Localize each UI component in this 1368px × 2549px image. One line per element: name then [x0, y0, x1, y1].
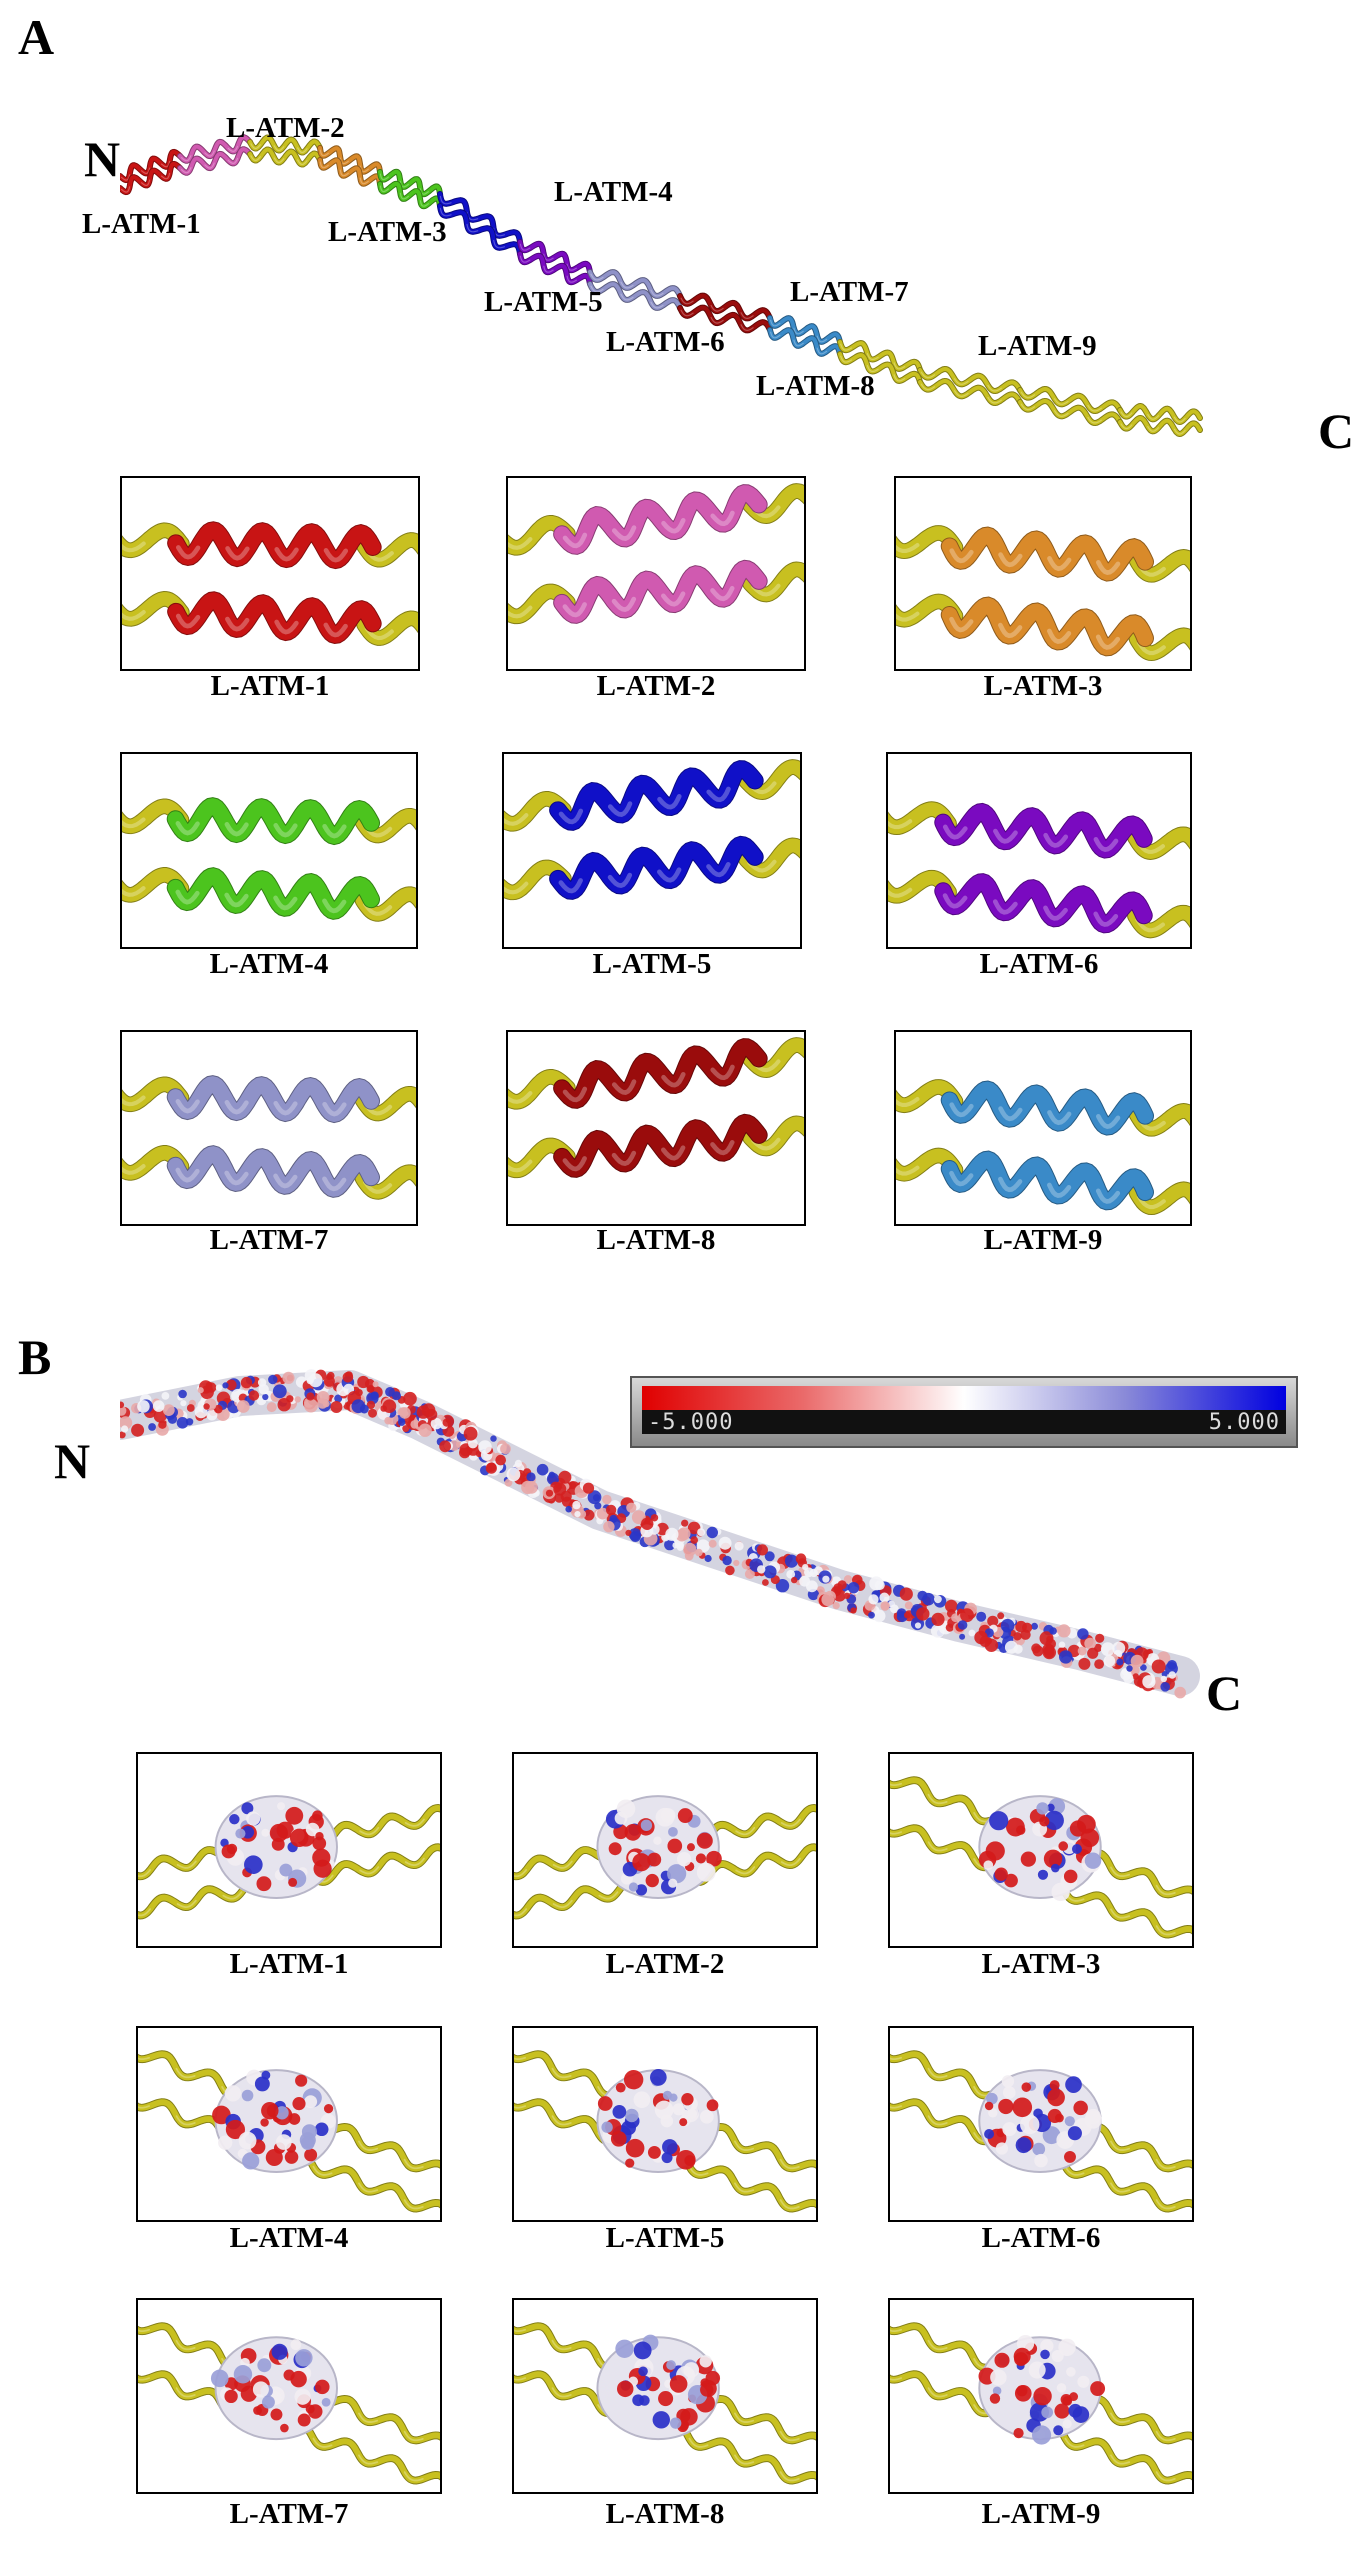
panel-b-caption-2: L-ATM-2	[605, 1948, 725, 1980]
panel-b-detail-box-9	[888, 2298, 1194, 2494]
overview-label-l-atm-5: L-ATM-5	[484, 286, 603, 318]
panel-a-caption-9: L-ATM-9	[983, 1224, 1103, 1256]
panel-a-detail-box-5	[502, 752, 802, 949]
panel-b-caption-4: L-ATM-4	[229, 2222, 349, 2254]
panel-a-caption-4: L-ATM-4	[209, 948, 329, 980]
panel-a-detail-box-3	[894, 476, 1192, 671]
electrostatic-scale-bar: -5.000 5.000	[630, 1376, 1298, 1448]
panel-a-c-terminus-label: C	[1318, 403, 1355, 459]
panel-a-detail-box-9	[894, 1030, 1192, 1226]
panel-a-caption-5: L-ATM-5	[592, 948, 712, 980]
panel-b-detail-box-2	[512, 1752, 818, 1948]
panel-a-detail-box-7	[120, 1030, 418, 1226]
overview-label-l-atm-2: L-ATM-2	[226, 112, 345, 144]
panel-b-caption-5: L-ATM-5	[605, 2222, 725, 2254]
panel-b-caption-7: L-ATM-7	[229, 2498, 349, 2530]
panel-b-caption-3: L-ATM-3	[981, 1948, 1101, 1980]
scale-gradient	[642, 1386, 1286, 1410]
overview-label-l-atm-4: L-ATM-4	[554, 176, 673, 208]
scale-label-strip: -5.000 5.000	[642, 1410, 1286, 1435]
panel-a-detail-box-4	[120, 752, 418, 949]
panel-b-detail-box-8	[512, 2298, 818, 2494]
panel-a-n-terminus-label: N	[84, 131, 121, 187]
panel-b-c-terminus-label: C	[1206, 1665, 1243, 1721]
overview-label-l-atm-7: L-ATM-7	[790, 276, 909, 308]
panel-b-n-terminus-label: N	[54, 1433, 91, 1489]
panel-b-detail-box-3	[888, 1752, 1194, 1948]
overview-label-l-atm-6: L-ATM-6	[606, 326, 725, 358]
panel-a-letter: A	[18, 9, 55, 65]
panel-b-caption-9: L-ATM-9	[981, 2498, 1101, 2530]
panel-a-caption-3: L-ATM-3	[983, 670, 1103, 702]
panel-a-overview-structure	[120, 134, 1203, 438]
panel-a-detail-box-6	[886, 752, 1192, 949]
panel-a-detail-box-8	[506, 1030, 806, 1226]
panel-b-detail-box-5	[512, 2026, 818, 2222]
scale-min-label: -5.000	[648, 1410, 734, 1435]
panel-b-caption-6: L-ATM-6	[981, 2222, 1101, 2254]
panel-a-caption-8: L-ATM-8	[596, 1224, 716, 1256]
panel-a-caption-7: L-ATM-7	[209, 1224, 329, 1256]
overview-label-l-atm-9: L-ATM-9	[978, 330, 1097, 362]
panel-b-letter: B	[18, 1329, 52, 1385]
panel-b-detail-box-7	[136, 2298, 442, 2494]
panel-a-caption-1: L-ATM-1	[210, 670, 330, 702]
panel-a-detail-box-2	[506, 476, 806, 671]
panel-b-detail-box-1	[136, 1752, 442, 1948]
overview-label-l-atm-3: L-ATM-3	[328, 216, 447, 248]
panel-b-caption-1: L-ATM-1	[229, 1948, 349, 1980]
overview-label-l-atm-1: L-ATM-1	[82, 208, 201, 240]
scale-max-label: 5.000	[1208, 1410, 1280, 1435]
overview-label-l-atm-8: L-ATM-8	[756, 370, 875, 402]
panel-b-surface-structure	[120, 1369, 1200, 1699]
panel-b-caption-8: L-ATM-8	[605, 2498, 725, 2530]
panel-b-detail-box-6	[888, 2026, 1194, 2222]
panel-a-caption-6: L-ATM-6	[979, 948, 1099, 980]
panel-a-detail-box-1	[120, 476, 420, 671]
panel-a-caption-2: L-ATM-2	[596, 670, 716, 702]
panel-b-detail-box-4	[136, 2026, 442, 2222]
